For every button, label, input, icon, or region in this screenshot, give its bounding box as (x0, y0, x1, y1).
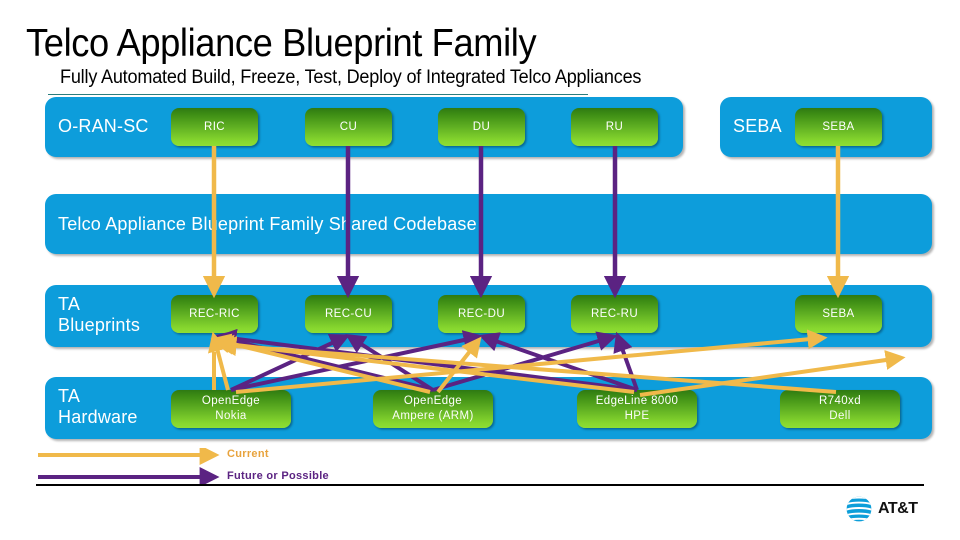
chip-seba-top-label: SEBA (822, 121, 855, 133)
chip-du-label: DU (472, 121, 491, 133)
chip-rec-du-label: REC-DU (457, 308, 506, 320)
att-logo: AT&T (845, 492, 945, 526)
chip-cu[interactable]: CU (305, 108, 392, 146)
panel-shared-codebase (45, 194, 932, 254)
chip-edgeline-hpe[interactable]: EdgeLine 8000 HPE (577, 390, 697, 428)
panel-ta-hardware-label: TA Hardware (58, 386, 138, 427)
page-subtitle: Fully Automated Build, Freeze, Test, Dep… (60, 67, 642, 88)
chip-seba-blueprint[interactable]: SEBA (795, 295, 882, 333)
chip-ric-label: RIC (203, 121, 225, 133)
shared-codebase-label: Telco Appliance Blueprint Family Shared … (58, 214, 477, 234)
footer-divider (36, 484, 924, 486)
chip-rec-ric-label: REC-RIC (189, 308, 240, 320)
chip-openedge-ampere-line1: OpenEdge (403, 395, 463, 407)
chip-openedge-nokia-line2: Nokia (215, 410, 247, 422)
chip-du[interactable]: DU (438, 108, 525, 146)
chip-rec-ric[interactable]: REC-RIC (171, 295, 258, 333)
chip-rec-du[interactable]: REC-DU (438, 295, 525, 333)
chip-r740xd-dell[interactable]: R740xd Dell (780, 390, 900, 428)
chip-edgeline-hpe-line2: HPE (624, 410, 650, 422)
panel-oran-sc-label: O-RAN-SC (58, 116, 149, 136)
chip-ric[interactable]: RIC (171, 108, 258, 146)
chip-openedge-nokia-line1: OpenEdge (201, 395, 261, 407)
panel-seba-label: SEBA (733, 116, 782, 136)
chip-rec-ru-label: REC-RU (590, 308, 639, 320)
chip-seba-top[interactable]: SEBA (795, 108, 882, 146)
chip-openedge-ampere[interactable]: OpenEdge Ampere (ARM) (373, 390, 493, 428)
title-divider (48, 94, 588, 95)
chip-openedge-ampere-line2: Ampere (ARM) (392, 410, 474, 422)
att-wordmark: AT&T (878, 500, 918, 517)
chip-cu-label: CU (339, 121, 358, 133)
legend-label-future: Future or Possible (227, 470, 329, 482)
panel-ta-blueprints-label: TA Blueprints (58, 294, 141, 335)
chip-rec-cu[interactable]: REC-CU (305, 295, 392, 333)
chip-r740xd-dell-line1: R740xd (818, 395, 862, 407)
att-globe-icon (846, 496, 872, 522)
chip-ru[interactable]: RU (571, 108, 658, 146)
chip-rec-cu-label: REC-CU (324, 308, 373, 320)
chip-rec-ru[interactable]: REC-RU (571, 295, 658, 333)
chip-seba-blueprint-label: SEBA (822, 308, 855, 320)
chip-ru-label: RU (605, 121, 624, 133)
page-title: Telco Appliance Blueprint Family (26, 22, 537, 65)
legend-arrows (38, 448, 220, 484)
chip-openedge-nokia[interactable]: OpenEdge Nokia (171, 390, 291, 428)
chip-edgeline-hpe-line1: EdgeLine 8000 (595, 395, 679, 407)
chip-r740xd-dell-line2: Dell (829, 410, 851, 422)
legend-label-current: Current (227, 448, 269, 460)
